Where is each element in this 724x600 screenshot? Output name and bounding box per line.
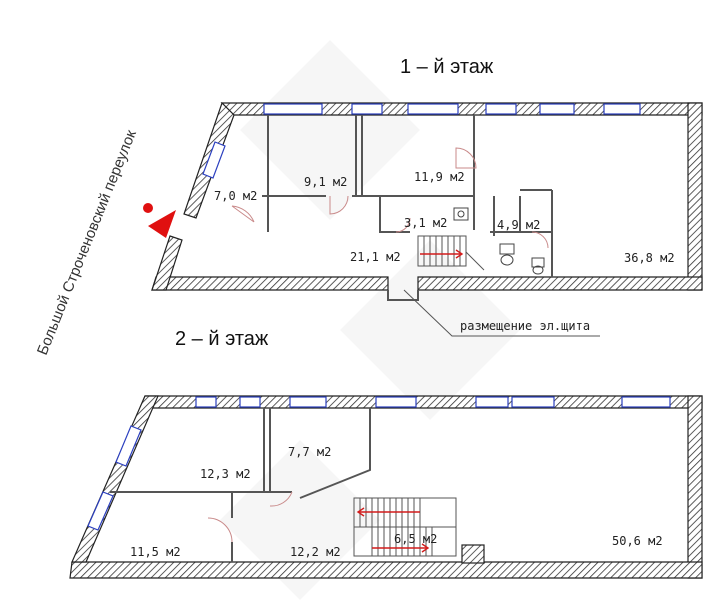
switchboard-leader-line: [403, 289, 600, 337]
window: [621, 396, 671, 408]
first-floor-right-wall: [687, 102, 703, 291]
second-floor-left-wall: [71, 395, 159, 563]
staircase-icon: [417, 235, 485, 271]
door: [231, 205, 255, 223]
room-area-label: 50,6 м2: [612, 534, 663, 548]
second-floor-bottom-wall: [69, 561, 703, 579]
window: [263, 103, 323, 115]
window: [239, 396, 261, 408]
window: [202, 141, 226, 179]
room-area-label: 11,9 м2: [414, 170, 465, 184]
room-area-label: 4,9 м2: [497, 218, 540, 232]
sink-icon: [453, 207, 469, 221]
window: [511, 396, 555, 408]
stair-direction-arrow: [372, 543, 430, 553]
interior-wall: [387, 290, 419, 301]
first-floor-bottom-wall-right: [417, 276, 703, 291]
window: [289, 396, 327, 408]
window: [539, 103, 575, 115]
first-floor: [143, 101, 703, 337]
interior-wall: [379, 115, 475, 233]
room-area-label: 12,2 м2: [290, 545, 341, 559]
room-area-label: 9,1 м2: [304, 175, 347, 189]
second-floor-right-wall: [687, 395, 703, 579]
toilet-icon: [531, 257, 545, 275]
window: [603, 103, 641, 115]
door: [207, 517, 233, 543]
room-area-label: 7,7 м2: [288, 445, 331, 459]
staircase-icon: [353, 497, 457, 557]
room-area-label: 11,5 м2: [130, 545, 181, 559]
first-floor-left-wall-lower: [151, 235, 183, 291]
window: [475, 396, 509, 408]
entrance-arrow-icon: [143, 203, 176, 238]
room-area-label: 3,1 м2: [404, 216, 447, 230]
door: [329, 195, 349, 215]
room-area-label: 6,5 м2: [394, 532, 437, 546]
door: [269, 491, 293, 507]
interior-wall: [262, 115, 326, 232]
window: [195, 396, 217, 408]
second-floor: [69, 395, 703, 579]
room-area-label: 36,8 м2: [624, 251, 675, 265]
window: [115, 425, 142, 467]
street-label: Большой Строченовский переулок: [34, 127, 140, 357]
switchboard-note: размещение эл.щита: [460, 319, 590, 333]
interior-wall: [110, 408, 292, 493]
interior-wall: [299, 408, 371, 499]
interior-wall: [473, 189, 553, 277]
first-floor-title: 1 – й этаж: [400, 56, 494, 78]
second-floor-title: 2 – й этаж: [175, 328, 269, 350]
door: [455, 147, 477, 169]
window: [407, 103, 459, 115]
stair-direction-arrow: [356, 507, 420, 517]
window: [485, 103, 517, 115]
window: [87, 491, 114, 531]
window: [351, 103, 383, 115]
door: [395, 217, 411, 233]
toilet-icon: [499, 243, 515, 266]
interior-wall: [352, 115, 380, 197]
window: [375, 396, 417, 408]
second-floor-top-wall: [139, 395, 703, 409]
room-area-label: 21,1 м2: [350, 250, 401, 264]
first-floor-bottom-wall-left: [151, 276, 389, 291]
room-area-label: 7,0 м2: [214, 189, 257, 203]
door: [531, 231, 549, 249]
room-area-label: 12,3 м2: [200, 467, 251, 481]
stair-direction-arrow: [420, 249, 464, 259]
second-floor-column: [461, 544, 485, 564]
